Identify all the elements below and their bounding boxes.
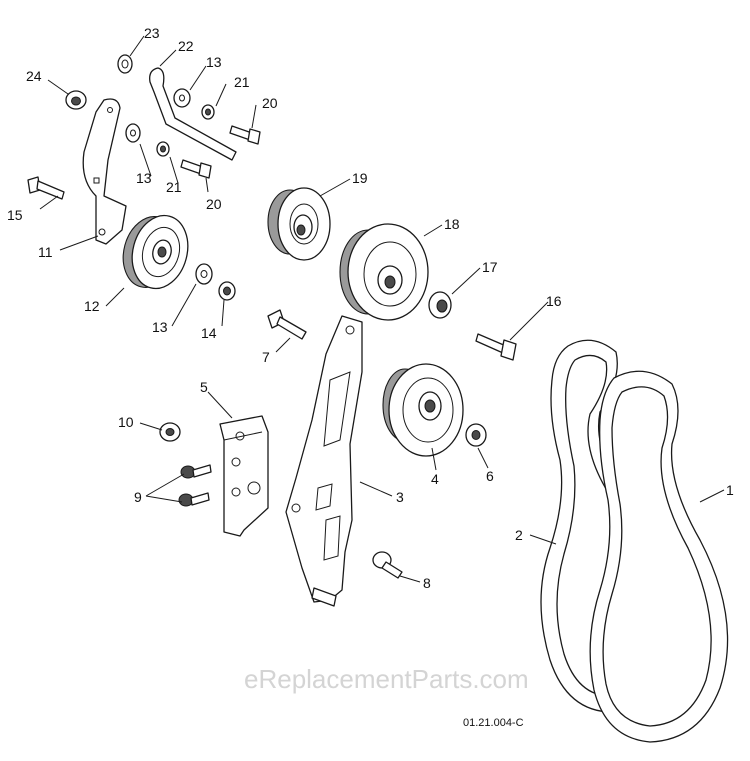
callout-20-upper: 20 [262,95,278,111]
diagram-code: 01.21.004-C [463,717,524,729]
callout-3: 3 [396,489,404,505]
part-10-nut [159,422,181,442]
callout-20-lower: 20 [206,196,222,212]
part-13-washer-left [125,123,141,143]
part-7-bolt [267,309,307,340]
part-21-nut-top [201,104,215,120]
part-22-rod [149,67,237,161]
part-14-nut [218,281,236,301]
part-3-idler-arm [285,315,363,607]
part-8-bolt [372,551,403,579]
callout-24: 24 [26,68,42,84]
part-9-screw-lower [178,492,210,507]
callout-17: 17 [482,259,498,275]
callout-16: 16 [546,293,562,309]
callout-21-lower: 21 [166,179,182,195]
part-4-pulley [382,363,464,457]
part-16-bolt [475,333,517,361]
part-6-nut [465,423,487,447]
callout-13-left: 13 [136,170,152,186]
callout-19: 19 [352,170,368,186]
callout-13-top: 13 [206,54,222,70]
callout-6: 6 [486,468,494,484]
part-18-pulley [339,223,429,321]
callout-22: 22 [178,38,194,54]
callout-8: 8 [423,575,431,591]
part-11-bracket [82,98,127,245]
part-13-washer-lower [195,263,213,285]
callout-11: 11 [38,244,53,260]
part-15-bolt [27,176,65,200]
part-19-idler-pulley [267,187,331,261]
part-20-bolt-bottom [180,159,212,179]
callout-12: 12 [84,298,100,314]
part-1-belt [589,370,729,743]
callout-18: 18 [444,216,460,232]
callout-labels: 1 2 3 4 5 6 7 8 9 10 11 12 13 14 15 16 1… [7,25,734,591]
part-5-plate [219,415,269,537]
part-21-nut-bottom [156,141,170,157]
callout-1: 1 [726,482,734,498]
callout-7: 7 [262,349,270,365]
part-9-screw-upper [180,464,212,479]
callout-4: 4 [431,471,439,487]
part-17-spacer [428,291,452,319]
callout-5: 5 [200,379,208,395]
part-20-bolt-top [229,125,261,145]
callout-21-upper: 21 [234,74,250,90]
leader-lines [39,35,725,583]
watermark-text: eReplacementParts.com [244,664,529,694]
part-13-washer-top [173,88,191,108]
callout-14: 14 [201,325,217,341]
callout-23: 23 [144,25,160,41]
callout-15: 15 [7,207,23,223]
callout-13-lower: 13 [152,319,168,335]
part-12-pulley [122,214,189,290]
callout-9: 9 [134,489,142,505]
part-23-lock-washer [117,54,133,74]
part-24-nut [65,90,87,110]
callout-2: 2 [515,527,523,543]
callout-10: 10 [118,414,134,430]
